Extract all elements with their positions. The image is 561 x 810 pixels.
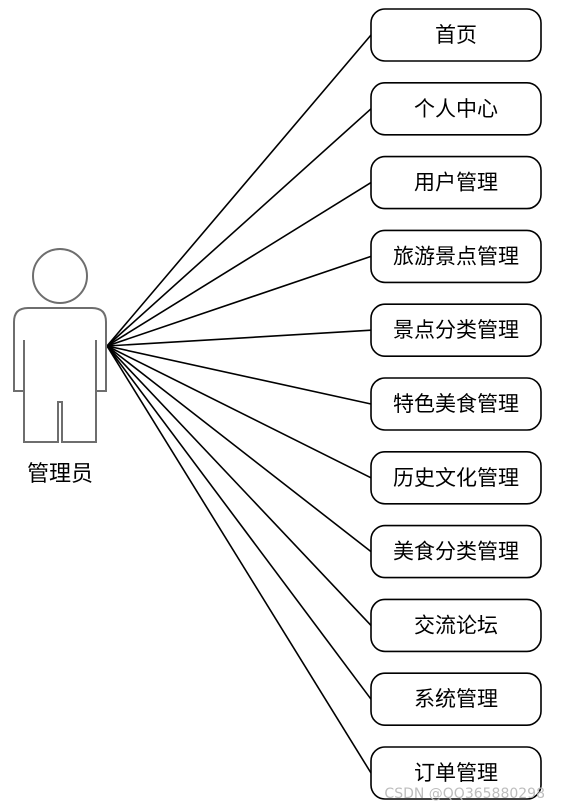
use-case-history-culture-management: 历史文化管理 [370, 450, 542, 505]
use-case-label: 特色美食管理 [393, 392, 519, 416]
association-line-forum [106, 345, 372, 626]
association-line-scenic-category-management [106, 329, 372, 347]
actor-body [13, 307, 107, 443]
use-case-box [370, 303, 542, 358]
use-case-user-management: 用户管理 [370, 155, 542, 210]
use-case-label: 系统管理 [414, 687, 498, 711]
use-case-box [370, 672, 542, 727]
use-case-food-category-management: 美食分类管理 [370, 524, 542, 579]
use-case-specialty-food-management: 特色美食管理 [370, 377, 542, 431]
association-line-system-management [106, 345, 372, 700]
use-case-home: 首页 [370, 8, 542, 62]
use-case-system-management: 系统管理 [370, 672, 542, 727]
actor-figure: 管理员 [13, 248, 107, 487]
use-case-order-management: 订单管理 [370, 746, 542, 800]
use-case-label: 交流论坛 [414, 613, 498, 637]
use-case-box [370, 229, 542, 284]
association-line-user-management [106, 181, 372, 347]
use-case-box [370, 746, 542, 800]
use-case-label: 历史文化管理 [393, 466, 519, 490]
use-case-label: 景点分类管理 [393, 318, 519, 342]
use-case-label: 用户管理 [414, 171, 498, 195]
use-case-personal-center: 个人中心 [370, 82, 542, 136]
actor-head [32, 248, 88, 304]
use-case-box [370, 8, 542, 62]
watermark: CSDN @QQ365880298 [384, 786, 545, 802]
actor-label: 管理员 [27, 462, 93, 487]
association-line-scenic-spot-management [106, 255, 372, 347]
use-case-list: 首页个人中心用户管理旅游景点管理景点分类管理特色美食管理历史文化管理美食分类管理… [370, 8, 542, 800]
use-case-scenic-category-management: 景点分类管理 [370, 303, 542, 358]
use-case-label: 旅游景点管理 [393, 244, 519, 268]
association-line-order-management [106, 345, 372, 774]
use-case-label: 首页 [435, 23, 477, 47]
association-lines [106, 34, 372, 774]
use-case-scenic-spot-management: 旅游景点管理 [370, 229, 542, 284]
use-case-label: 个人中心 [414, 97, 498, 121]
use-case-label: 美食分类管理 [393, 540, 519, 564]
use-case-label: 订单管理 [414, 761, 498, 785]
use-case-forum: 交流论坛 [370, 598, 542, 653]
use-case-box [370, 377, 542, 431]
association-line-history-culture-management [106, 345, 372, 479]
use-case-box [370, 598, 542, 653]
use-case-box [370, 155, 542, 210]
association-line-specialty-food-management [106, 345, 372, 405]
use-case-box [370, 524, 542, 579]
use-case-box [370, 450, 542, 505]
use-case-box [370, 82, 542, 136]
association-line-home [106, 34, 372, 347]
association-line-personal-center [106, 108, 372, 347]
association-line-food-category-management [106, 345, 372, 553]
